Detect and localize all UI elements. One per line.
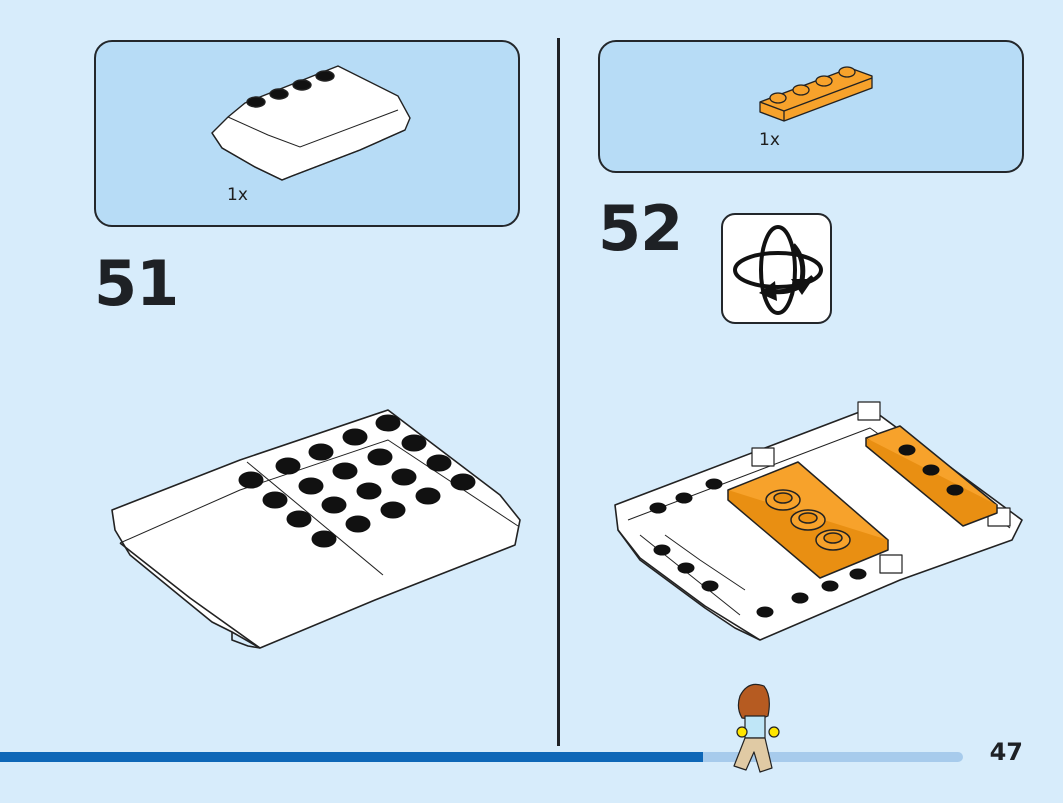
part-quantity-51: 1x xyxy=(227,185,248,205)
progress-fill xyxy=(0,752,703,762)
step-number-51: 51 xyxy=(94,247,179,320)
step-number-52: 52 xyxy=(598,192,683,265)
rotate-arrows-icon xyxy=(733,225,823,315)
rotate-model-icon xyxy=(721,213,832,324)
step-divider xyxy=(557,38,560,746)
page-number: 47 xyxy=(989,738,1023,766)
part-quantity-52: 1x xyxy=(759,130,780,150)
